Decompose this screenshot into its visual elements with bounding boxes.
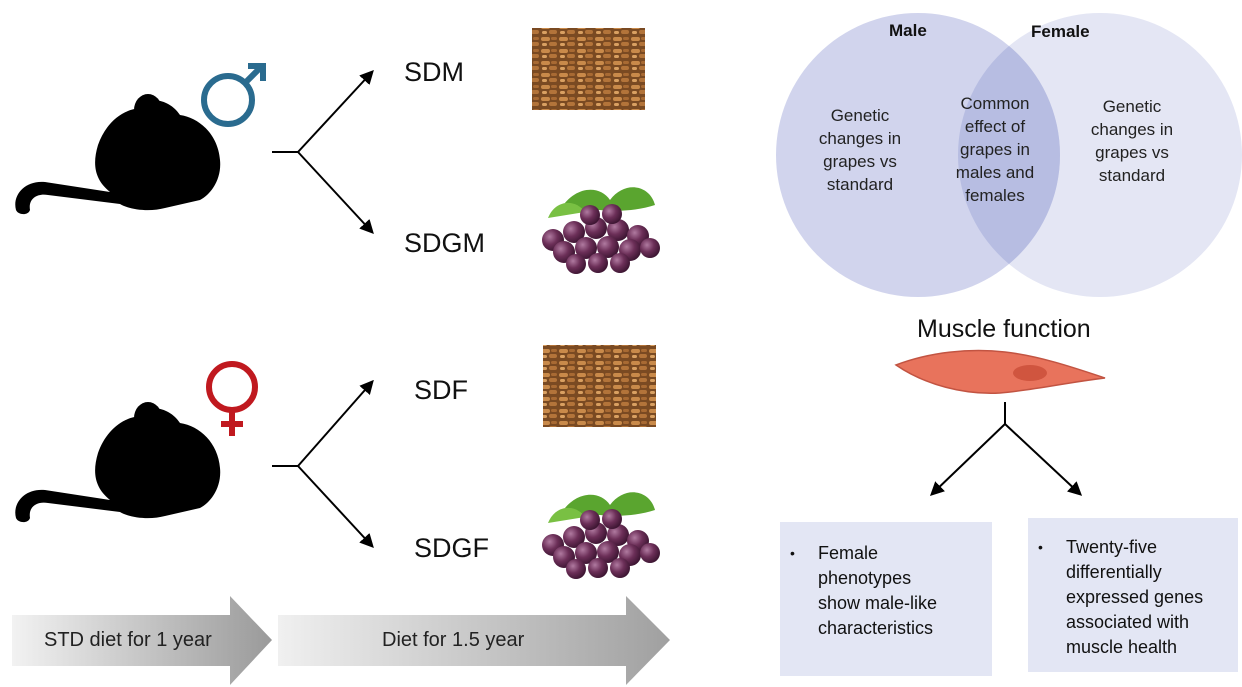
female-branch-arrows	[272, 379, 374, 549]
male-mouse-icon	[15, 94, 221, 215]
venn-overlap-text: Common effect of grapes in males and fem…	[955, 94, 1035, 205]
venn-male-text: Genetic changes in grapes vs standard	[818, 106, 902, 194]
grapes-image-sdgm	[542, 187, 660, 274]
group-label-sdgf: SDGF	[414, 533, 490, 563]
male-symbol-icon	[201, 63, 266, 127]
venn-male-title: Male	[889, 21, 927, 40]
outcome-right-item: Twenty-five differentially expressed gen…	[1038, 535, 1238, 660]
venn-female-title: Female	[1031, 22, 1090, 41]
timeline-label-stage1: STD diet for 1 year	[44, 629, 212, 651]
grapes-image-sdgf	[542, 492, 660, 579]
venn-overlap	[958, 46, 1060, 264]
group-label-sdm: SDM	[404, 57, 464, 87]
timeline-label-stage2: Diet for 1.5 year	[382, 629, 525, 651]
muscle-function-title: Muscle function	[917, 315, 1091, 343]
outcome-box-left: Female phenotypes show male-like charact…	[780, 522, 992, 676]
female-symbol-icon	[206, 361, 258, 436]
muscle-branch-arrows	[929, 402, 1083, 496]
timeline-arrow-1	[12, 596, 272, 685]
pellets-image-sdf	[543, 345, 656, 427]
outcome-left-item: Female phenotypes show male-like charact…	[790, 541, 992, 641]
male-branch-arrows	[272, 69, 374, 235]
pellets-image-sdm	[532, 28, 645, 110]
outcome-box-right: Twenty-five differentially expressed gen…	[1028, 518, 1238, 672]
group-label-sdgm: SDGM	[404, 228, 485, 258]
timeline-arrow-2	[278, 596, 670, 685]
group-label-sdf: SDF	[414, 375, 468, 405]
muscle-cell-icon	[894, 349, 1106, 394]
venn-female-text: Genetic changes in grapes vs standard	[1090, 97, 1174, 185]
female-mouse-icon	[15, 402, 221, 523]
